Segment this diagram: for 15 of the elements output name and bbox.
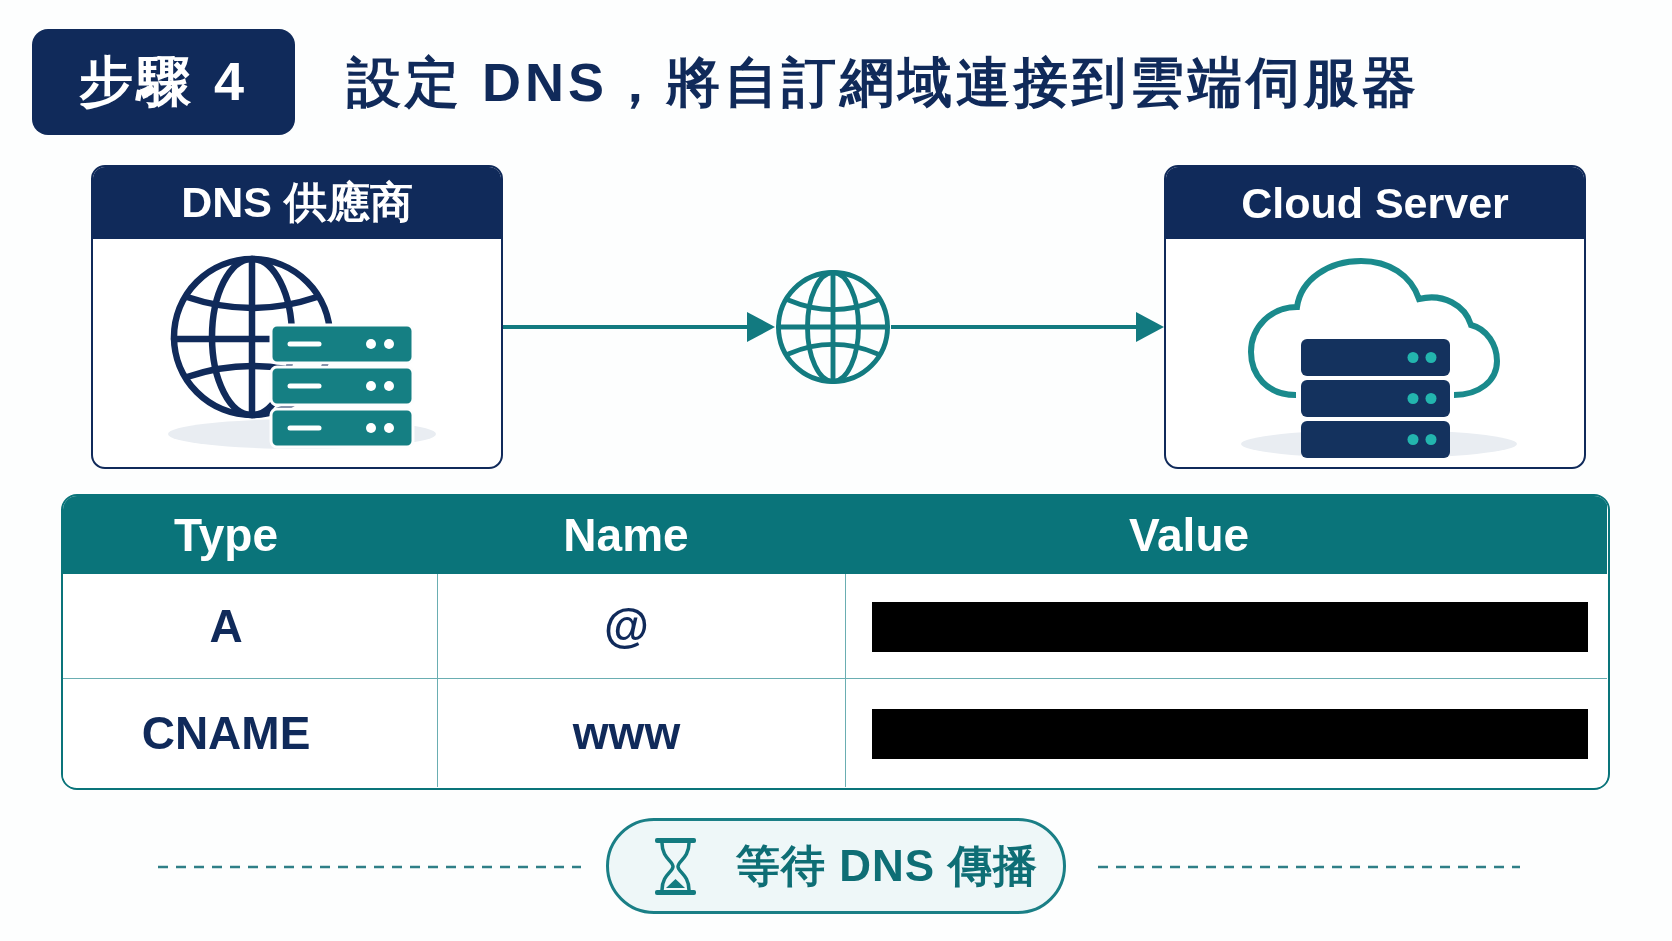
- card: [1164, 165, 1586, 469]
- arrow: [891, 312, 1164, 342]
- card-header: Cloud Server: [1166, 167, 1584, 239]
- column-header: Value: [845, 496, 1607, 574]
- arrow: [503, 312, 775, 342]
- page-title: 設定 DNS，將自訂網域連接到雲端伺服器: [347, 50, 1420, 114]
- table-cell: CNAME: [63, 678, 437, 787]
- card: [91, 165, 503, 469]
- column-header: Name: [437, 496, 845, 574]
- status-text: 等待 DNS 傳播: [736, 839, 1039, 892]
- column-header: Type: [63, 496, 437, 574]
- card-header: DNS 供應商: [93, 167, 501, 239]
- step-badge: 步驟 4: [32, 29, 295, 135]
- table-cell: www: [437, 678, 845, 787]
- globe-icon: [775, 269, 891, 385]
